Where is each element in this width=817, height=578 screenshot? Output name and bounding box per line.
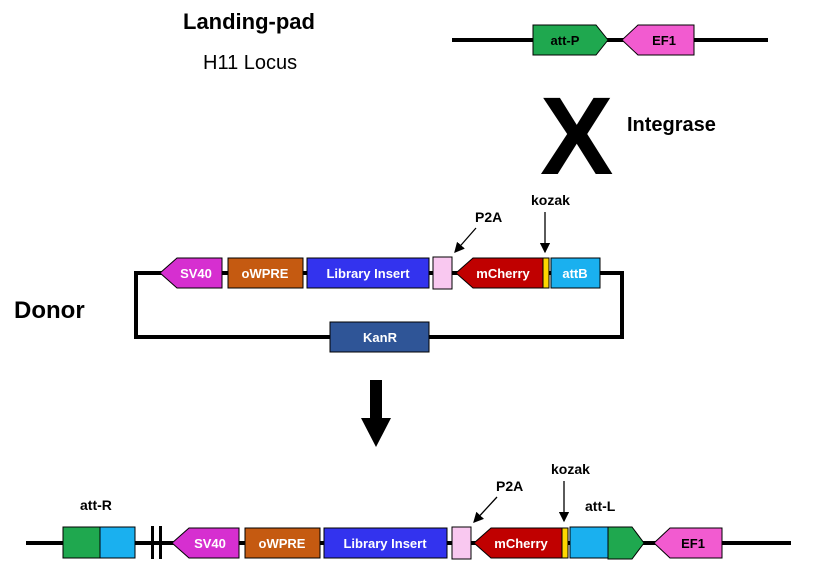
donor-kanr-element [329, 321, 430, 353]
page-title: Landing-pad [183, 9, 315, 34]
donor-kanr-label: KanR [363, 330, 398, 345]
integrase-label: Integrase [627, 114, 716, 136]
donor-library-insert-label: Library Insert [326, 266, 410, 281]
donor-mcherry-label: mCherry [476, 266, 530, 281]
donor-owpre-element [227, 257, 304, 289]
donor-label: Donor [14, 297, 85, 324]
donor-sv40-label: SV40 [180, 266, 212, 281]
att-r-green-element [62, 526, 101, 559]
donor-owpre-label: oWPRE [242, 266, 289, 281]
product-ef1-label: EF1 [681, 536, 705, 551]
product-kozak-label: kozak [551, 461, 590, 477]
landing-pad: att-P EF1 [452, 24, 768, 56]
cross-icon: X [540, 75, 614, 198]
donor-sv40-element [159, 257, 223, 289]
att-l-cyan-element [569, 526, 609, 559]
att-p-element [532, 24, 609, 56]
integrated-locus: att-R SV40 oWPRE Library Insert mCherry … [26, 461, 791, 560]
down-arrow-icon [361, 380, 391, 447]
product-p2a-label: P2A [496, 478, 523, 494]
product-mcherry-label: mCherry [494, 536, 548, 551]
att-l-label: att-L [585, 498, 616, 514]
donor-library-insert-element [306, 257, 430, 289]
att-p-label: att-P [551, 33, 580, 48]
product-sv40-label: SV40 [194, 536, 226, 551]
ef1-element [621, 24, 695, 56]
ef1-label: EF1 [652, 33, 676, 48]
product-owpre-label: oWPRE [259, 536, 306, 551]
product-sv40-element [171, 527, 240, 559]
donor-p2a-label: P2A [475, 209, 502, 225]
att-r-cyan-element [99, 526, 136, 559]
donor-attb-label: attB [562, 266, 587, 281]
product-owpre-element [244, 527, 321, 559]
locus-subtitle: H11 Locus [203, 52, 298, 74]
att-r-label: att-R [80, 497, 112, 513]
backbone-break-right [159, 526, 162, 559]
donor-attb-element [550, 257, 601, 289]
donor-p2a-element [432, 256, 453, 290]
donor-p2a-pointer [454, 227, 477, 253]
backbone-break-left [151, 526, 154, 559]
product-library-insert-label: Library Insert [343, 536, 427, 551]
product-p2a-pointer [473, 496, 498, 523]
product-kozak-element [561, 527, 569, 559]
product-p2a-element [451, 526, 472, 560]
donor-kozak-element [542, 257, 550, 289]
product-library-insert-element [323, 527, 448, 559]
att-l-green-element [607, 526, 645, 560]
donor-plasmid: SV40 oWPRE Library Insert mCherry attB K… [134, 192, 624, 353]
donor-kozak-label: kozak [531, 192, 570, 208]
product-ef1-element [653, 527, 723, 559]
